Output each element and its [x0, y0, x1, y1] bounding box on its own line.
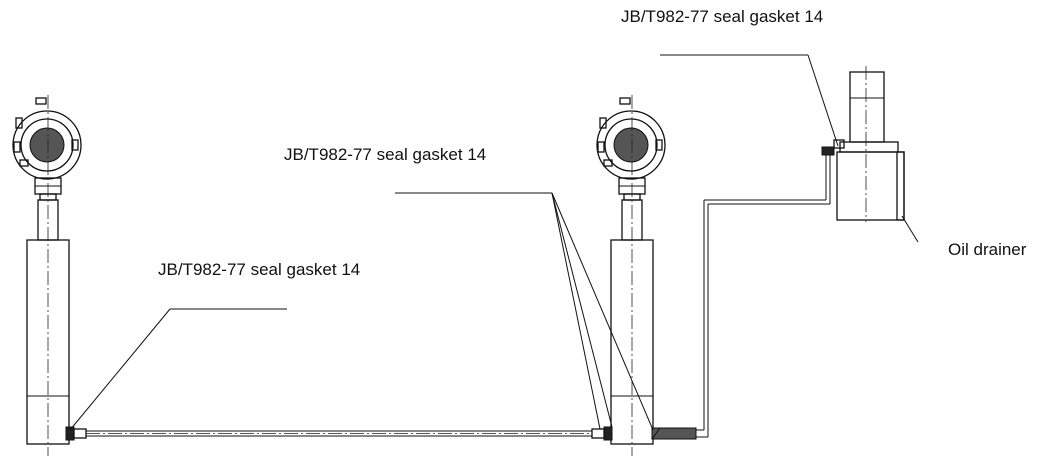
- gasket-label-top: JB/T982-77 seal gasket 14: [621, 7, 824, 26]
- drain-pipe: [651, 139, 845, 440]
- leader-lines: [69, 54, 919, 431]
- left-instrument: [12, 95, 82, 456]
- oil-drainer-label: Oil drainer: [948, 240, 1027, 259]
- gasket-label-middle: JB/T982-77 seal gasket 14: [284, 145, 487, 164]
- middle-instrument: [596, 95, 666, 456]
- oil-drainer: [836, 66, 905, 222]
- connecting-pipe: [65, 426, 613, 441]
- gasket-label-left: JB/T982-77 seal gasket 14: [158, 260, 361, 279]
